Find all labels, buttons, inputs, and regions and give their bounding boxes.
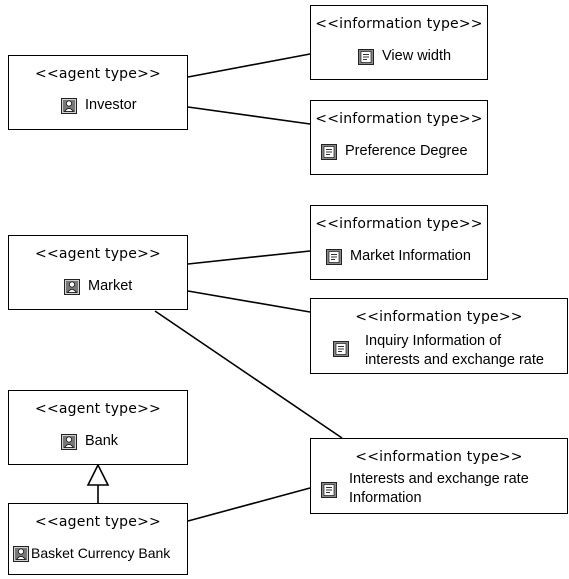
stereotype-label: <<agent type>>	[35, 246, 161, 262]
info-name: Preference Degree	[345, 143, 468, 159]
stereotype-label: <<information type>>	[355, 449, 523, 465]
agent-market-box: <<agent type>> Market	[8, 235, 188, 310]
stereotype-label: <<agent type>>	[35, 66, 161, 82]
agent-person-icon	[13, 545, 29, 562]
agent-person-icon	[61, 97, 77, 114]
information-document-icon	[333, 341, 349, 357]
info-name: Inquiry Information of interests and exc…	[365, 333, 544, 368]
stereotype-label: <<agent type>>	[35, 401, 161, 417]
info-name: Market Information	[350, 248, 471, 264]
stereotype-label: <<information type>>	[315, 16, 483, 32]
agent-name: Basket Currency Bank	[31, 545, 171, 561]
agent-person-icon	[61, 433, 77, 450]
info-interests-box: <<information type>> Interests and excha…	[310, 438, 568, 514]
information-document-icon	[326, 248, 342, 265]
stereotype-label: <<information type>>	[315, 111, 483, 127]
info-market-information-box: <<information type>> Market Information	[310, 205, 488, 280]
information-document-icon	[321, 143, 337, 160]
info-view-width-box: <<information type>> View width	[310, 5, 488, 80]
stereotype-label: <<information type>>	[355, 309, 523, 325]
agent-person-icon	[64, 278, 80, 295]
edge-market-interests	[154, 310, 343, 439]
information-document-icon	[321, 482, 337, 498]
stereotype-label: <<information type>>	[315, 216, 483, 232]
edge-market-inquiry	[187, 290, 311, 313]
agent-name: Bank	[85, 433, 119, 449]
agent-investor-box: <<agent type>> Investor	[8, 55, 188, 130]
agent-name: Investor	[85, 97, 137, 113]
agent-basket-currency-bank-box: <<agent type>> Basket Currency Bank	[8, 503, 188, 575]
agent-bank-box: <<agent type>> Bank	[8, 390, 188, 465]
info-preference-degree-box: <<information type>> Preference Degree	[310, 100, 488, 175]
edge-investor-viewwidth	[187, 53, 311, 78]
info-name: Interests and exchange rate Information	[349, 471, 529, 506]
edge-investor-preference	[187, 106, 311, 125]
information-document-icon	[358, 48, 374, 65]
stereotype-label: <<agent type>>	[35, 514, 161, 530]
edge-market-marketinfo	[187, 250, 311, 265]
generalization-arrowhead	[86, 463, 110, 486]
info-inquiry-box: <<information type>> Inquiry Information…	[310, 298, 568, 374]
edge-basket-interests	[187, 487, 311, 522]
info-name: View width	[382, 48, 452, 64]
agent-name: Market	[88, 278, 133, 294]
